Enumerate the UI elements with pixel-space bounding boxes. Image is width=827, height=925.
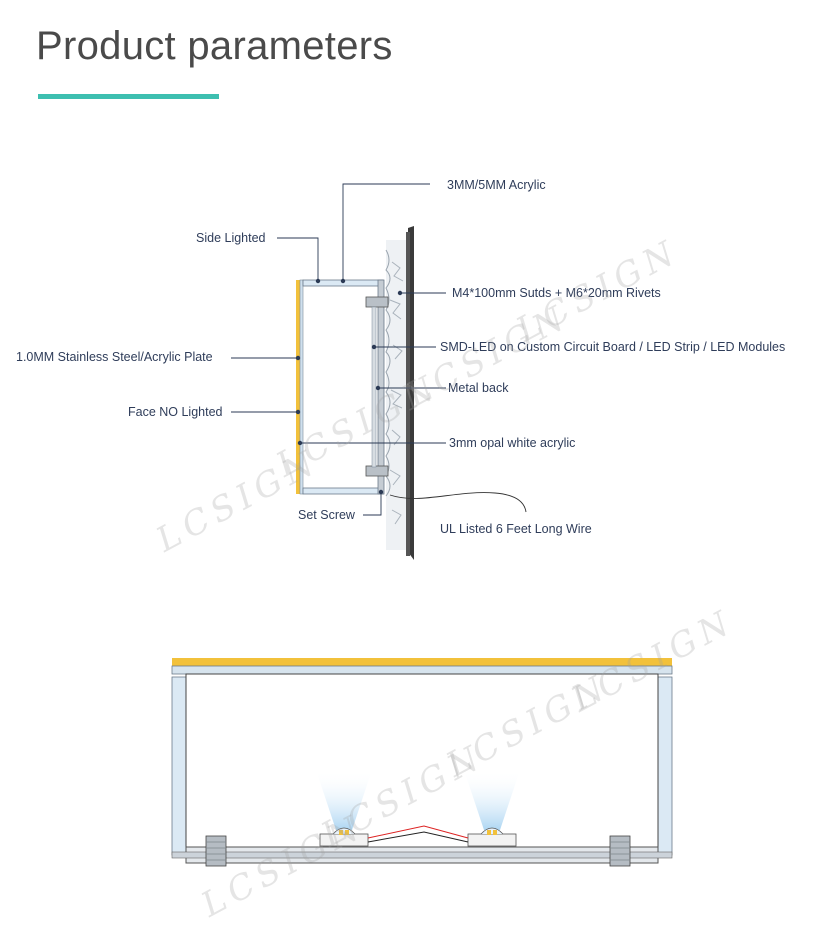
stud-bottom bbox=[365, 465, 389, 477]
face-plate-yellow bbox=[296, 280, 300, 494]
label-studs-rivets: M4*100mm Sutds + M6*20mm Rivets bbox=[452, 286, 661, 300]
label-smd-led: SMD-LED on Custom Circuit Board / LED St… bbox=[440, 340, 786, 354]
label-metal-back: Metal back bbox=[448, 381, 509, 395]
wall-surface bbox=[385, 226, 414, 560]
title-underline bbox=[38, 94, 219, 99]
label-set-screw: Set Screw bbox=[298, 508, 355, 522]
label-plate: 1.0MM Stainless Steel/Acrylic Plate bbox=[16, 350, 213, 364]
rivet-icon bbox=[205, 835, 631, 867]
wire-icon bbox=[367, 825, 469, 843]
top-face-yellow bbox=[172, 658, 672, 666]
leader-lines bbox=[231, 183, 527, 516]
label-side-lighted: Side Lighted bbox=[196, 231, 266, 245]
led-chip-icon bbox=[319, 827, 517, 847]
box-diagram bbox=[171, 658, 673, 867]
label-acrylic: 3MM/5MM Acrylic bbox=[447, 178, 546, 192]
page-title: Product parameters bbox=[36, 24, 393, 68]
stud-top bbox=[365, 296, 389, 308]
leader-dots bbox=[295, 278, 403, 495]
label-wire: UL Listed 6 Feet Long Wire bbox=[440, 522, 592, 536]
label-opal-acrylic: 3mm opal white acrylic bbox=[449, 436, 576, 450]
label-face-no-lighted: Face NO Lighted bbox=[128, 405, 223, 419]
